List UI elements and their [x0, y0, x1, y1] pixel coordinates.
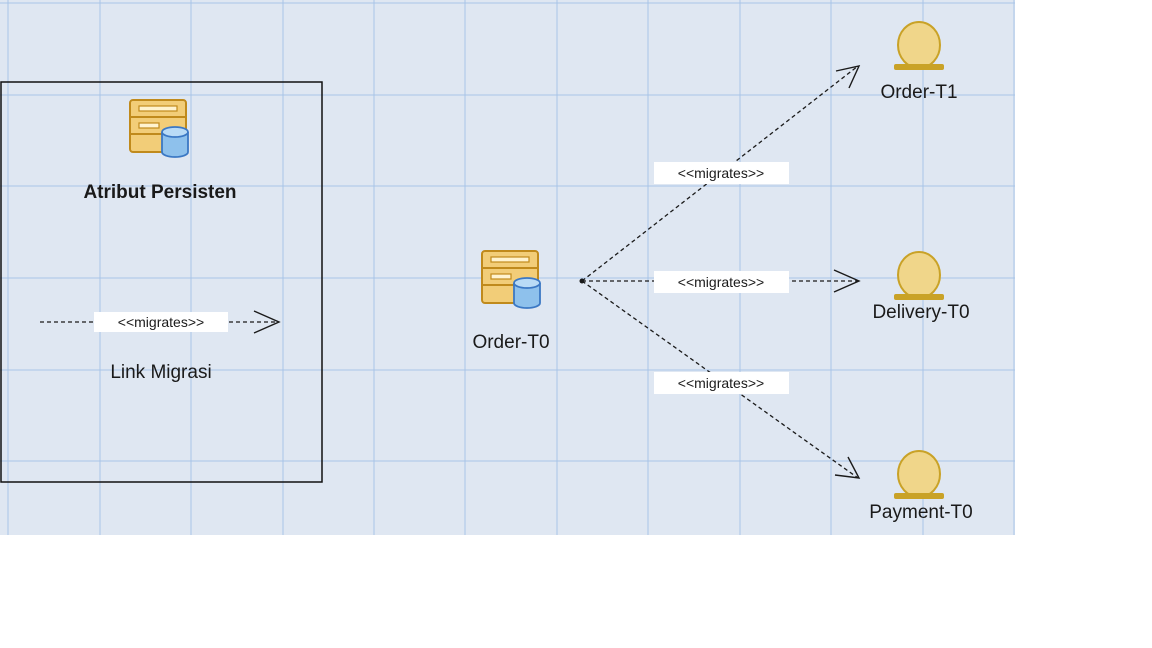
legend-link-stereotype: <<migrates>> — [118, 314, 204, 330]
node-label-payment-t0: Payment-T0 — [869, 502, 972, 523]
migrates-link-delivery-t0[interactable]: <<migrates>> — [582, 269, 861, 293]
node-label-delivery-t0: Delivery-T0 — [872, 302, 969, 323]
legend-frame — [0, 81, 323, 483]
link-stereotype-delivery-t0: <<migrates>> — [678, 274, 764, 290]
link-stereotype-payment-t0: <<migrates>> — [678, 375, 764, 391]
node-delivery-t0[interactable]: Delivery-T0 — [872, 251, 970, 323]
legend-box[interactable]: Atribut Persisten <<migrates>> Link Migr… — [0, 81, 323, 483]
persistent-class-icon — [129, 99, 189, 158]
actor-head-icon — [894, 450, 944, 499]
node-order-t0[interactable]: Order-T0 — [472, 250, 550, 353]
migrates-link-order-t1[interactable]: <<migrates>> — [581, 65, 861, 282]
node-label-order-t0: Order-T0 — [472, 332, 549, 353]
node-label-order-t1: Order-T1 — [880, 82, 957, 103]
migrates-link-payment-t0[interactable]: <<migrates>> — [581, 280, 861, 479]
link-origin-point — [579, 278, 585, 284]
actor-head-icon — [894, 251, 944, 300]
diagram-canvas[interactable]: Atribut Persisten <<migrates>> Link Migr… — [0, 0, 1015, 535]
diagram-svg: Atribut Persisten <<migrates>> Link Migr… — [0, 0, 1015, 535]
node-order-t1[interactable]: Order-T1 — [880, 21, 958, 103]
link-stereotype-order-t1: <<migrates>> — [678, 165, 764, 181]
node-payment-t0[interactable]: Payment-T0 — [869, 450, 973, 523]
persistent-class-icon — [481, 250, 541, 309]
grid — [0, 0, 1015, 535]
actor-head-icon — [894, 21, 944, 70]
legend-link-label: Link Migrasi — [110, 362, 211, 383]
legend-persistent-label: Atribut Persisten — [83, 182, 236, 203]
legend-migrates-link: <<migrates>> — [40, 310, 281, 334]
